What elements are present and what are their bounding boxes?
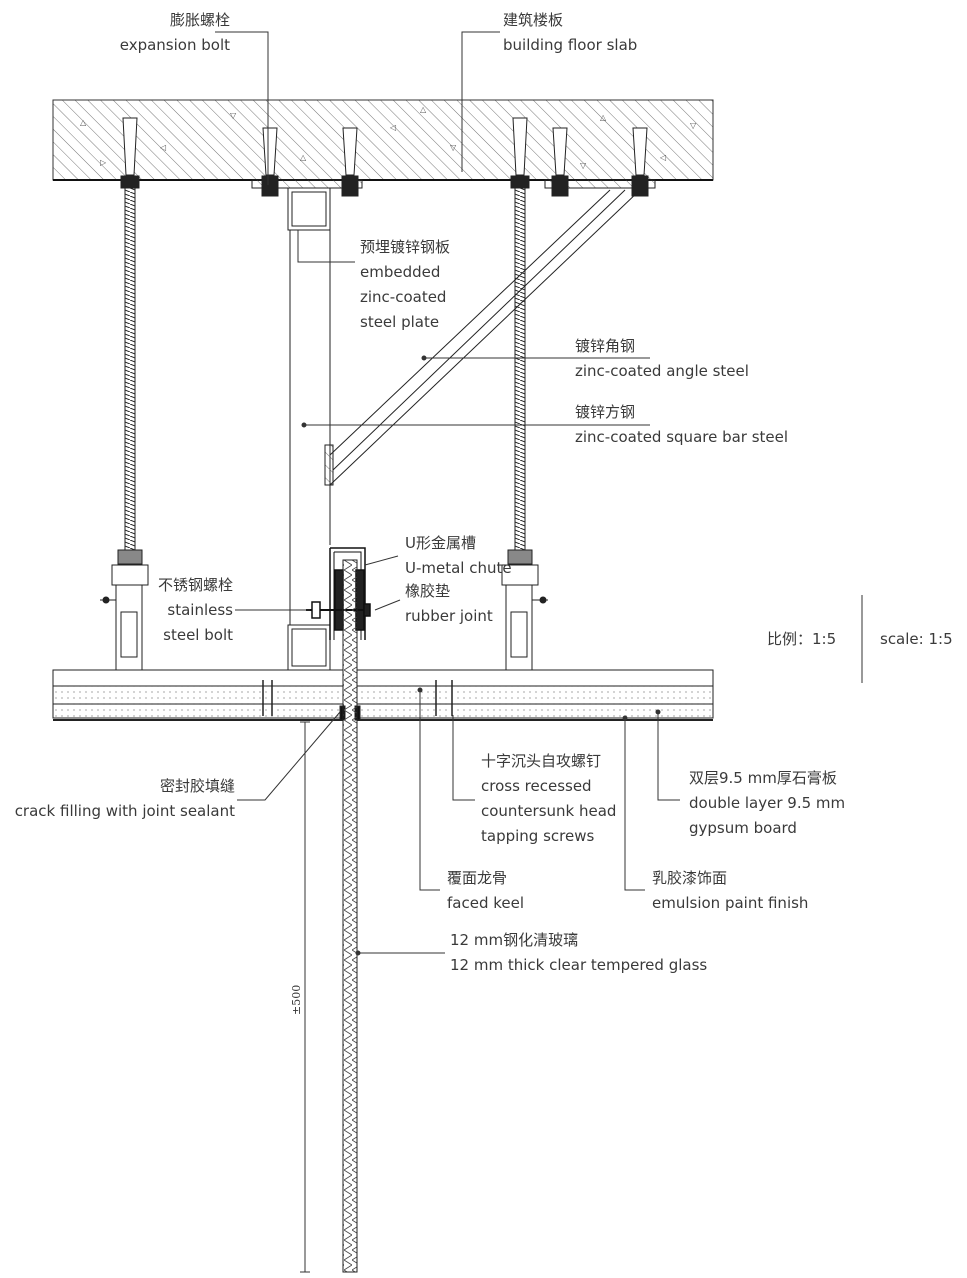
angle-steel-brace (324, 189, 641, 486)
svg-text:▽: ▽ (450, 143, 457, 152)
gypsum-ceiling (52, 669, 714, 721)
tapping-screws (262, 680, 453, 716)
embedded-plates (120, 175, 656, 197)
threaded-rods (124, 187, 526, 554)
svg-text:◁: ◁ (159, 143, 166, 152)
svg-text:▽: ▽ (580, 161, 587, 170)
expansion-bolt-anchors (122, 117, 648, 176)
svg-text:△: △ (600, 113, 607, 122)
svg-text:▽: ▽ (690, 121, 697, 130)
svg-text:△: △ (420, 105, 427, 114)
svg-text:▽: ▽ (230, 111, 237, 120)
square-bar-steel (287, 187, 331, 671)
svg-text:◁: ◁ (659, 153, 666, 162)
leader-lines (215, 31, 680, 956)
svg-text:◁: ◁ (389, 123, 396, 132)
scale-en-label: scale: 1:5 (880, 630, 953, 648)
floor-slab: △ ◁ ▽ △ ◁ ▽ △ ◁ ▽ ▷ △ ▽ (52, 99, 714, 181)
svg-text:△: △ (300, 153, 307, 162)
tempered-glass (342, 559, 358, 1273)
dimension-text: ±500 (290, 985, 303, 1015)
scale-zh-label: 比例：1:5 (767, 630, 837, 648)
dimension-line (300, 721, 310, 1273)
svg-text:▷: ▷ (100, 158, 107, 167)
svg-text:△: △ (80, 118, 87, 127)
u-metal-chute (306, 547, 371, 640)
